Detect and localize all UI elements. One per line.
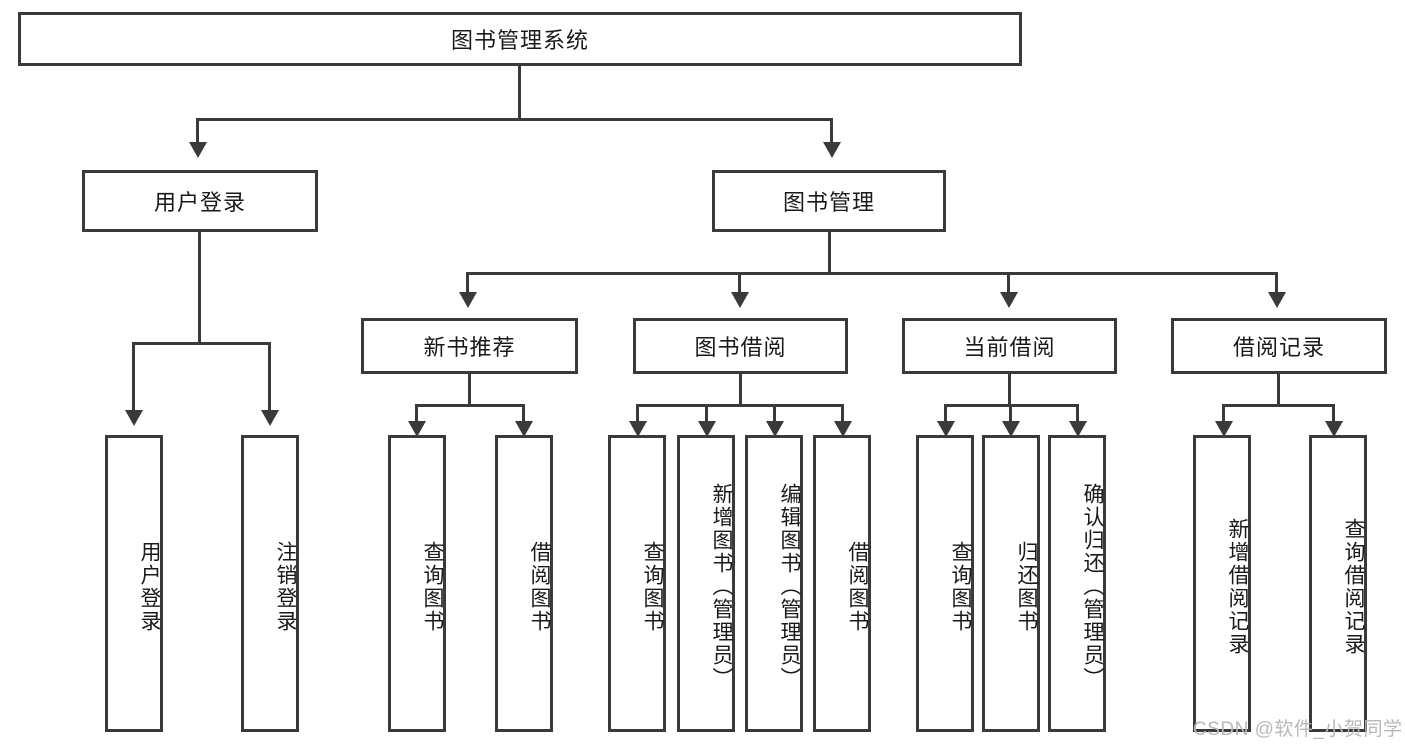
node-label: 查询借阅记录 xyxy=(1342,517,1365,656)
arrow-to-user-login xyxy=(189,142,207,158)
arrow-to-leaf-add-book xyxy=(698,421,716,437)
node-root-book-management-system[interactable]: 图书管理系统 xyxy=(18,12,1022,66)
arrow-to-leaf-borrow-book-1 xyxy=(515,421,533,437)
arrow-to-borrow-record xyxy=(1268,292,1286,308)
arrow-to-leaf-return-book xyxy=(1002,421,1020,437)
leaf-return-book[interactable]: 归还图书 xyxy=(982,435,1040,732)
arrow-to-book-borrow xyxy=(731,292,749,308)
arrow-to-book-management xyxy=(823,142,841,158)
connector-borrow-record-stem xyxy=(1277,374,1280,406)
connector-user-login-drop-2 xyxy=(268,342,271,412)
node-label: 用户登录 xyxy=(138,540,161,633)
node-new-book-recommend[interactable]: 新书推荐 xyxy=(361,318,578,374)
connector-current-borrow-drop-3 xyxy=(1076,404,1079,426)
connector-book-borrow-drop-4 xyxy=(841,404,844,426)
leaf-borrow-book[interactable]: 借阅图书 xyxy=(813,435,871,732)
connector-level3-drop-3 xyxy=(1007,272,1010,294)
connector-user-login-drop-1 xyxy=(132,342,135,412)
leaf-logout[interactable]: 注销登录 xyxy=(241,435,299,732)
connector-level2-bus xyxy=(196,118,833,121)
node-current-borrow[interactable]: 当前借阅 xyxy=(902,318,1117,374)
node-book-management[interactable]: 图书管理 xyxy=(712,170,946,232)
node-label: 借阅图书 xyxy=(528,540,551,633)
connector-user-login-bus xyxy=(132,342,270,345)
node-label: 图书借阅 xyxy=(694,335,787,360)
node-label: 借阅图书 xyxy=(846,540,869,633)
connector-current-borrow-stem xyxy=(1008,374,1011,406)
node-label: 图书管理系统 xyxy=(450,28,589,53)
leaf-add-book-admin[interactable]: 新增图书（管理员） xyxy=(677,435,735,732)
arrow-to-current-borrow xyxy=(1000,292,1018,308)
connector-book-borrow-drop-1 xyxy=(636,404,639,426)
arrow-to-leaf-confirm-return xyxy=(1069,421,1087,437)
leaf-query-borrow-record[interactable]: 查询借阅记录 xyxy=(1309,435,1367,732)
connector-level3-drop-4 xyxy=(1275,272,1278,294)
node-label: 查询图书 xyxy=(949,540,972,633)
leaf-query-book-recommend[interactable]: 查询图书 xyxy=(388,435,446,732)
node-label: 归还图书 xyxy=(1015,540,1038,633)
connector-new-book-drop-1 xyxy=(415,404,418,426)
node-label: 查询图书 xyxy=(421,540,444,633)
leaf-borrow-book-recommend[interactable]: 借阅图书 xyxy=(495,435,553,732)
connector-current-borrow-drop-2 xyxy=(1009,404,1012,426)
connector-user-login-stem xyxy=(198,232,201,344)
connector-book-borrow-drop-3 xyxy=(773,404,776,426)
watermark-csdn: CSDN @软件_小贺同学 xyxy=(1193,719,1403,740)
node-label: 新增借阅记录 xyxy=(1226,517,1249,656)
arrow-to-leaf-edit-book xyxy=(766,421,784,437)
connector-borrow-record-bus xyxy=(1222,404,1335,407)
node-label: 编辑图书（管理员） xyxy=(778,483,801,690)
connector-level2-drop-2 xyxy=(830,118,833,144)
connector-book-borrow-bus xyxy=(636,404,844,407)
arrow-to-leaf-query-book-3 xyxy=(937,421,955,437)
node-label: 确认归还（管理员） xyxy=(1081,483,1104,690)
node-user-login[interactable]: 用户登录 xyxy=(82,170,318,232)
connector-book-management-stem xyxy=(828,232,831,274)
node-label: 当前借阅 xyxy=(963,335,1056,360)
node-label: 图书管理 xyxy=(782,190,875,215)
connector-root-stem xyxy=(518,66,521,120)
arrow-to-leaf-user-login xyxy=(125,410,143,426)
connector-level3-drop-1 xyxy=(466,272,469,294)
connector-borrow-record-drop-1 xyxy=(1222,404,1225,426)
connector-new-book-stem xyxy=(468,374,471,406)
connector-new-book-drop-2 xyxy=(522,404,525,426)
node-label: 注销登录 xyxy=(274,540,297,633)
arrow-to-leaf-borrow-book-2 xyxy=(834,421,852,437)
connector-level2-drop-1 xyxy=(196,118,199,144)
node-label: 查询图书 xyxy=(641,540,664,633)
connector-book-borrow-drop-2 xyxy=(705,404,708,426)
connector-new-book-bus xyxy=(415,404,525,407)
connector-current-borrow-drop-1 xyxy=(944,404,947,426)
arrow-to-leaf-add-borrow-record xyxy=(1215,421,1233,437)
node-label: 借阅记录 xyxy=(1232,335,1325,360)
leaf-edit-book-admin[interactable]: 编辑图书（管理员） xyxy=(745,435,803,732)
leaf-user-login[interactable]: 用户登录 xyxy=(105,435,163,732)
arrow-to-new-book-recommend xyxy=(459,292,477,308)
leaf-confirm-return-admin[interactable]: 确认归还（管理员） xyxy=(1048,435,1106,732)
arrow-to-leaf-query-book-2 xyxy=(629,421,647,437)
leaf-query-book-current[interactable]: 查询图书 xyxy=(916,435,974,732)
arrow-to-leaf-logout xyxy=(261,410,279,426)
arrow-to-leaf-query-borrow-record xyxy=(1325,421,1343,437)
connector-level3-bus xyxy=(466,272,1278,275)
leaf-add-borrow-record[interactable]: 新增借阅记录 xyxy=(1193,435,1251,732)
node-label: 新增图书（管理员） xyxy=(710,483,733,690)
connector-borrow-record-drop-2 xyxy=(1332,404,1335,426)
node-book-borrow[interactable]: 图书借阅 xyxy=(633,318,848,374)
leaf-query-book-borrow[interactable]: 查询图书 xyxy=(608,435,666,732)
connector-level3-drop-2 xyxy=(738,272,741,294)
node-label: 新书推荐 xyxy=(423,335,516,360)
node-label: 用户登录 xyxy=(153,190,246,215)
arrow-to-leaf-query-book-1 xyxy=(408,421,426,437)
node-borrow-record[interactable]: 借阅记录 xyxy=(1171,318,1387,374)
connector-book-borrow-stem xyxy=(739,374,742,406)
